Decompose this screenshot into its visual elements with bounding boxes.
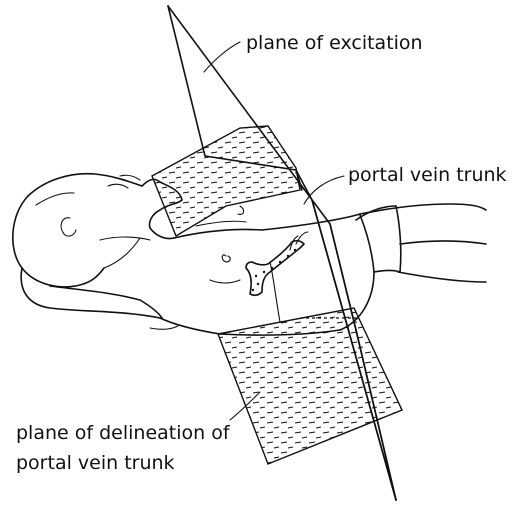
- leader-portal-vein: [304, 176, 344, 204]
- portal-vein: [246, 232, 308, 295]
- lower-hatched-plane: [218, 308, 402, 464]
- leader-excitation: [204, 42, 240, 72]
- upper-hatched-plane: [152, 126, 300, 236]
- label-plane-of-delineation-line1: plane of delineation of: [16, 424, 230, 443]
- label-plane-of-delineation-line2: portal vein trunk: [16, 454, 175, 473]
- label-portal-vein-trunk: portal vein trunk: [348, 166, 507, 185]
- label-plane-of-excitation: plane of excitation: [246, 34, 423, 53]
